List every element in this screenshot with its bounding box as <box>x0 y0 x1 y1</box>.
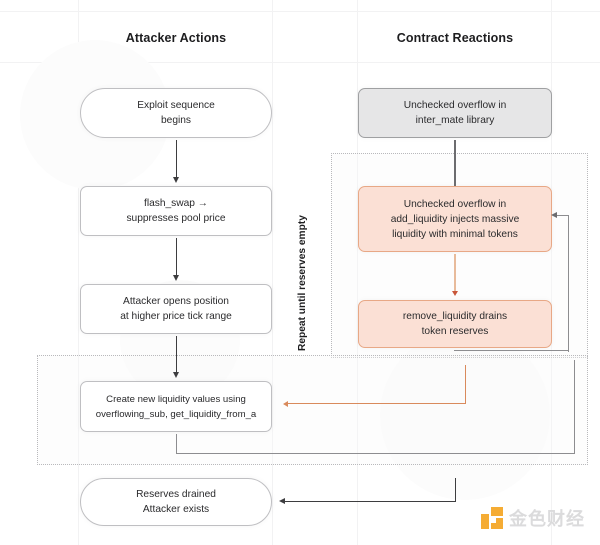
node-line: overflowing_sub, get_liquidity_from_a <box>95 408 257 420</box>
column-title-attacker: Attacker Actions <box>125 31 227 45</box>
watermark: 金色财经 <box>481 505 585 531</box>
connector-loop-right-vertical <box>568 215 570 352</box>
arrowhead-down <box>172 177 179 183</box>
node-create-liquidity: Create new liquidity values using overfl… <box>80 381 272 432</box>
node-line: Unchecked overflow in <box>403 198 507 210</box>
loop-label: Repeat until reserves empty <box>297 215 308 351</box>
connector-outer-loop-right <box>574 360 576 454</box>
connector-orange-vertical <box>465 365 467 404</box>
node-line: token reserves <box>421 326 489 337</box>
arrowhead-down <box>172 275 179 281</box>
connector-start-to-flashswap <box>176 140 178 178</box>
arrowhead-left-final <box>279 497 285 504</box>
node-flash-swap: flash_swap → suppresses pool price <box>80 186 272 236</box>
node-line: liquidity with minimal tokens <box>392 228 518 240</box>
connector-create-down <box>176 434 178 454</box>
arrowhead-left-orange <box>283 400 288 407</box>
node-line: Create new liquidity values using <box>106 393 246 405</box>
connector-final-horizontal <box>285 501 456 503</box>
jinse-logo-icon <box>481 507 503 529</box>
arrowhead-down <box>172 372 179 378</box>
node-line: Reserves drained <box>136 489 216 500</box>
node-line: begins <box>160 115 192 126</box>
node-reserves-drained: Reserves drained Attacker exists <box>80 478 272 526</box>
connector-final-vertical <box>455 478 457 502</box>
watermark-text: 金色财经 <box>509 509 585 529</box>
column-title-contract: Contract Reactions <box>396 31 514 45</box>
node-line: suppresses pool price <box>126 213 226 224</box>
node-line: flash_swap → <box>143 198 208 209</box>
node-line: Unchecked overflow in <box>403 100 507 111</box>
arrowhead-down-orange <box>451 291 458 296</box>
connector-lib-to-addliquidity <box>454 140 456 186</box>
node-exploit-start: Exploit sequence begins <box>80 88 272 138</box>
connector-loop-top-horizontal <box>556 215 569 217</box>
node-line: inter_mate library <box>415 115 495 126</box>
node-remove-liquidity: remove_liquidity drains token reserves <box>358 300 552 348</box>
node-open-position: Attacker opens position at higher price … <box>80 284 272 334</box>
arrowhead-left-loop <box>551 211 557 218</box>
node-line: add_liquidity injects massive <box>390 213 520 225</box>
connector-create-right <box>176 453 575 455</box>
connector-addliquidity-to-removeliquidity <box>454 254 456 292</box>
connector-position-to-create <box>176 336 178 373</box>
node-line: Attacker exists <box>142 504 210 515</box>
node-line: at higher price tick range <box>120 311 232 322</box>
connector-loop-bottom-horizontal <box>454 350 569 352</box>
connector-orange-horizontal <box>288 403 466 405</box>
node-line: remove_liquidity drains <box>402 311 508 322</box>
connector-flashswap-to-position <box>176 238 178 276</box>
node-line: Exploit sequence <box>137 100 215 111</box>
node-line: Attacker opens position <box>123 296 229 307</box>
node-unchecked-inter-mate: Unchecked overflow in inter_mate library <box>358 88 552 138</box>
node-add-liquidity: Unchecked overflow in add_liquidity inje… <box>358 186 552 252</box>
